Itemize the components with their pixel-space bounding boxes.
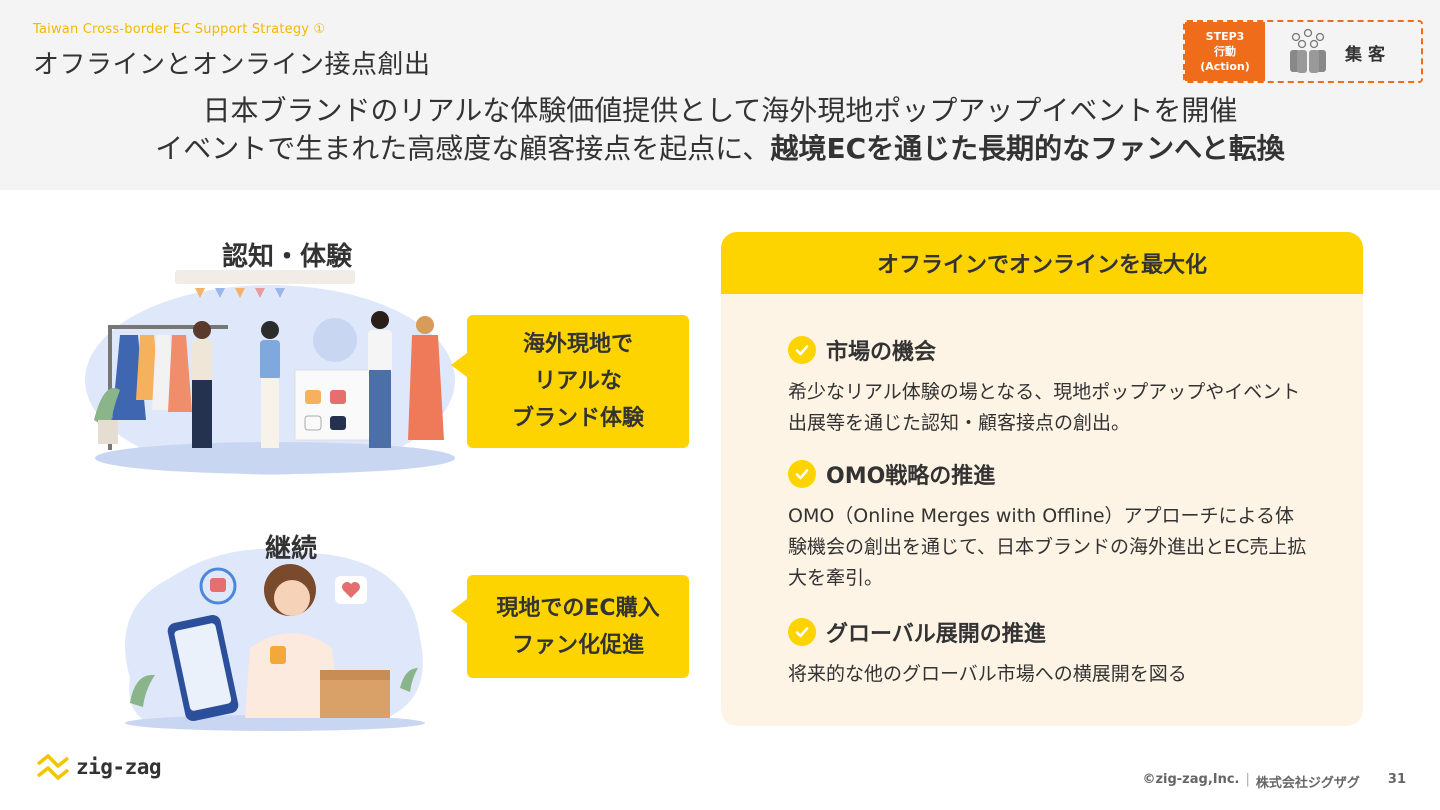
check-icon xyxy=(788,336,816,364)
lead-line-2: イベントで生まれた高感度な顧客接点を起点に、越境ECを通じた長期的なファンへと転… xyxy=(0,130,1440,168)
step-tag: STEP3 行動 (Action) xyxy=(1185,22,1265,81)
item-title: 市場の機会 xyxy=(826,340,937,365)
page-number: 31 xyxy=(1387,772,1406,787)
item-body: OMO（Online Merges with Offline）アプローチによる体… xyxy=(788,505,1307,589)
callout-line: 海外現地で xyxy=(522,332,633,357)
eyebrow: Taiwan Cross-border EC Support Strategy … xyxy=(33,22,326,37)
item-title: グローバル展開の推進 xyxy=(826,622,1046,647)
step-phase: 行動 xyxy=(1214,45,1236,58)
step-phase-en: (Action) xyxy=(1200,60,1250,73)
item-body: 希少なリアル体験の場となる、現地ポップアップやイベント出展等を通じた認知・顧客接… xyxy=(788,381,1301,434)
panel-item-global: グローバル展開の推進 将来的な他のグローバル市場への横展開を図る xyxy=(788,617,1308,690)
callout-line: リアルな xyxy=(534,369,622,394)
lead-line-2-normal: イベントで生まれた高感度な顧客接点を起点に、 xyxy=(155,132,771,165)
callout-brand-experience: 海外現地で リアルな ブランド体験 xyxy=(451,315,689,448)
panel-item-omo: OMO戦略の推進 OMO（Online Merges with Offline）… xyxy=(788,459,1308,594)
callout-line: ファン化促進 xyxy=(511,632,644,658)
people-group-icon xyxy=(1290,28,1326,73)
footer-separator: | xyxy=(1245,772,1250,787)
panel-heading: オフラインでオンラインを最大化 xyxy=(721,232,1363,294)
lead-line-1: 日本ブランドのリアルな体験価値提供として海外現地ポップアップイベントを開催 xyxy=(202,94,1238,127)
omo-panel: オフラインでオンラインを最大化 市場の機会 希少なリアル体験の場となる、現地ポッ… xyxy=(721,232,1363,726)
callout-line: ブランド体験 xyxy=(511,406,644,431)
check-icon xyxy=(788,460,816,488)
lead-line-2-bold: 越境ECを通じた長期的なファンへと転換 xyxy=(770,132,1285,165)
step-label: 集客 xyxy=(1345,45,1391,65)
item-title: OMO戦略の推進 xyxy=(826,464,996,489)
scene-label-awareness: 認知・体験 xyxy=(222,242,353,272)
popup-store-illustration xyxy=(85,270,455,475)
zigzag-logo: zig-zag xyxy=(36,752,162,782)
online-shopping-illustration xyxy=(125,548,425,731)
check-icon xyxy=(788,618,816,646)
item-body: 将来的な他のグローバル市場への横展開を図る xyxy=(788,663,1187,685)
lead-message: 日本ブランドのリアルな体験価値提供として海外現地ポップアップイベントを開催 イベ… xyxy=(0,92,1440,168)
callout-ec-purchase: 現地でのEC購入 ファン化促進 xyxy=(451,575,689,678)
zigzag-logo-icon xyxy=(36,754,70,780)
callout-line: 現地でのEC購入 xyxy=(496,595,660,621)
copyright: ©zig-zag,Inc. xyxy=(1142,772,1240,787)
step-indicator: STEP3 行動 (Action) 集客 xyxy=(1183,20,1423,83)
page-title: オフラインとオンライン接点創出 xyxy=(33,50,431,80)
logo-text: zig-zag xyxy=(76,755,162,779)
company-name: 株式会社ジグザグ xyxy=(1255,776,1360,791)
panel-item-market: 市場の機会 希少なリアル体験の場となる、現地ポップアップやイベント出展等を通じた… xyxy=(788,335,1308,439)
scene-label-continuation: 継続 xyxy=(265,534,318,564)
step-number: STEP3 xyxy=(1205,30,1245,43)
footer: ©zig-zag,Inc. | 株式会社ジグザグ 31 xyxy=(1142,772,1406,791)
